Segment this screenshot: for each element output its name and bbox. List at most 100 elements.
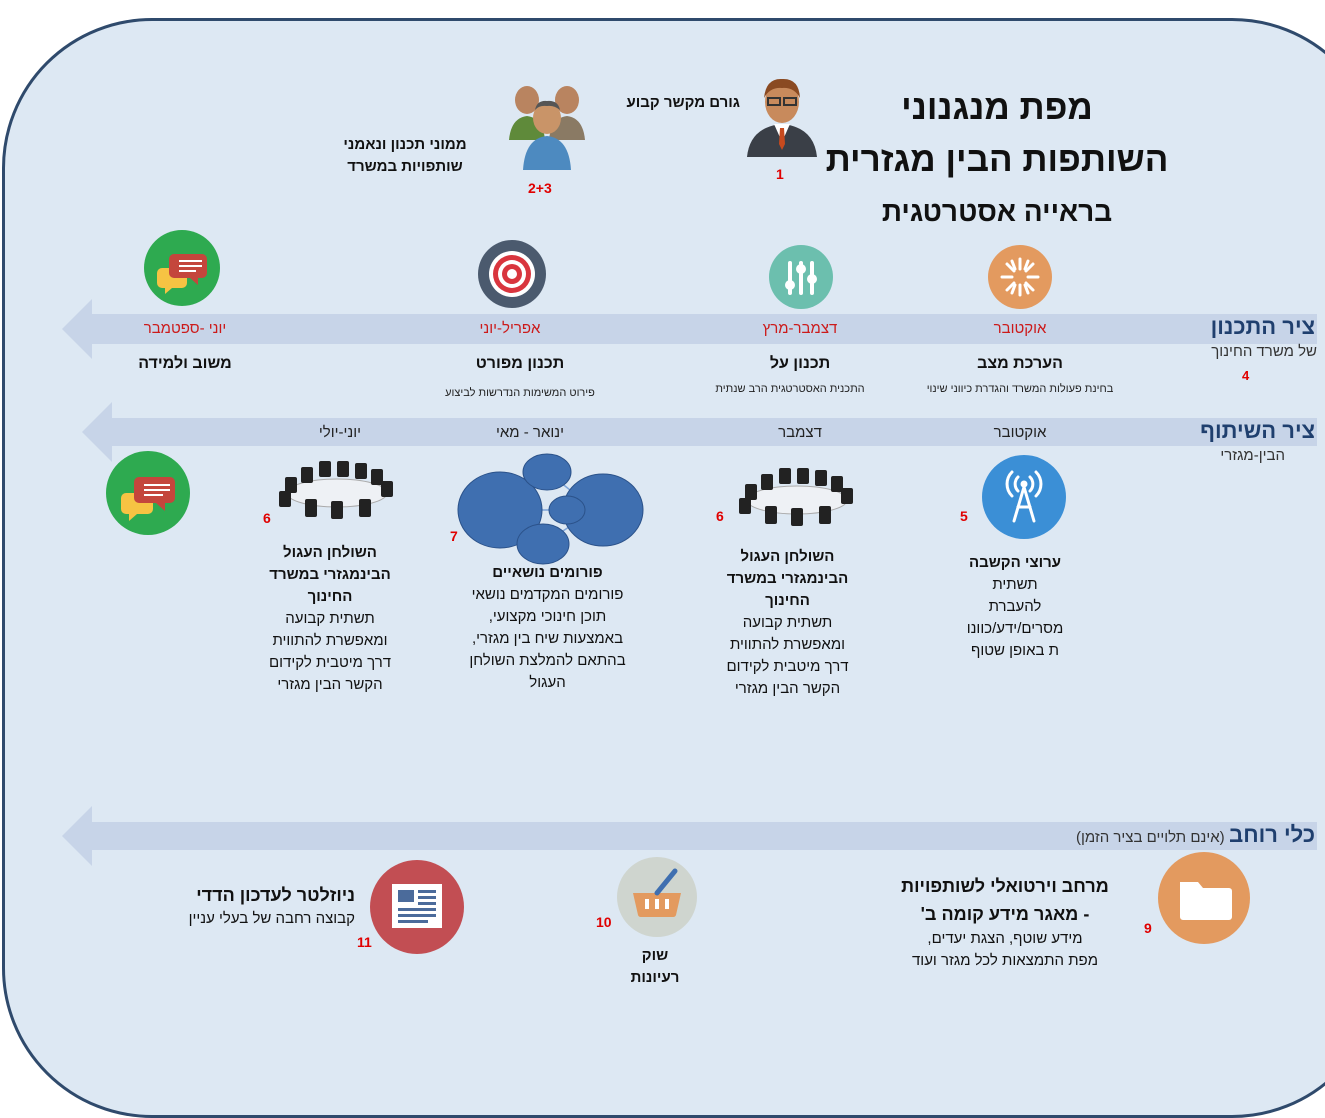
desc-line: פורומים המקדמים נושאי bbox=[471, 586, 624, 603]
antenna-icon bbox=[982, 455, 1066, 539]
partnership-stage-month: ינואר - מאי bbox=[495, 424, 564, 441]
businessman-icon bbox=[742, 72, 822, 162]
desc-line: להעברת bbox=[988, 598, 1042, 615]
trustees-label-line-2: שותפויות במשרד bbox=[347, 158, 463, 175]
tool-number: 11 bbox=[357, 934, 372, 950]
planning-stage-desc: פירוט המשימות הנדרשות לביצוע bbox=[445, 387, 595, 399]
ideas-market-line: רעיונות bbox=[630, 969, 680, 986]
planning-stage-name: תכנון מפורט bbox=[475, 355, 565, 372]
ideas-market-line: שוק bbox=[641, 947, 669, 964]
planning-arrow-head bbox=[62, 299, 92, 359]
partnership-arrow-head bbox=[82, 402, 112, 462]
round-table-title-line: החינוך bbox=[765, 592, 810, 609]
page-title: מפת מנגנוני השותפות הבין מגזרית בראייה א… bbox=[787, 82, 1207, 238]
planning-stage-name: הערכת מצב bbox=[977, 355, 1063, 372]
title-line-1: מפת מנגנוני bbox=[901, 88, 1093, 127]
title-line-3: בראייה אסטרטגית bbox=[881, 196, 1113, 227]
desc-line: תשתית bbox=[992, 576, 1038, 593]
desc-line: תשתית קבועה bbox=[285, 610, 375, 627]
contact-person-label: גורם מקשר קבוע bbox=[626, 94, 740, 111]
desc-line: תשתית קבועה bbox=[742, 614, 833, 631]
target-icon bbox=[478, 240, 546, 308]
round-table-block: השולחן העגול הבינמגזרי במשרד החינוך תשתי… bbox=[700, 546, 875, 700]
planning-stage-name: משוב ולמידה bbox=[138, 355, 232, 372]
planning-stage-month: אוקטובר bbox=[993, 320, 1047, 337]
desc-line: העגול bbox=[529, 674, 566, 691]
round-table-title-line: השולחן העגול bbox=[283, 544, 377, 561]
partnership-arrow bbox=[112, 418, 1317, 446]
chat-icon bbox=[106, 451, 190, 535]
planning-arrow bbox=[92, 314, 1317, 344]
desc-line: הקשר הבין מגזרי bbox=[277, 676, 383, 693]
planning-lane-title: ציר התכנון bbox=[1210, 314, 1315, 339]
tool-number: 9 bbox=[1144, 920, 1152, 936]
planning-stage-desc: בחינת פעולות המשרד והגדרת כיווני שינוי bbox=[926, 383, 1114, 395]
planning-lane-number: 4 bbox=[1242, 368, 1250, 383]
tool-number: 10 bbox=[596, 914, 612, 930]
sun-icon bbox=[988, 245, 1052, 309]
round-table-title-line: הבינמגזרי במשרד bbox=[726, 570, 849, 587]
trustees-label: ממוני תכנון ונאמני שותפויות במשרד bbox=[320, 134, 490, 178]
desc-line: דרך מיטבית לקידום bbox=[726, 658, 849, 675]
listening-channels-block: ערוצי הקשבה תשתית להעברת מסרים/ידע/כוונו… bbox=[940, 552, 1090, 662]
wide-tools-arrow-head bbox=[62, 806, 92, 866]
planning-stage-month: אפריל-יוני bbox=[479, 320, 541, 337]
newsletter-desc: קבוצה רחבה של בעלי עניין bbox=[188, 910, 355, 927]
wide-tools-title: כלי רוחב bbox=[1229, 822, 1315, 847]
desc-line: ת באופן שטוף bbox=[970, 642, 1059, 659]
partnership-stage-month: אוקטובר bbox=[993, 424, 1047, 441]
stage-number: 6 bbox=[716, 508, 724, 524]
virtual-space-title-line: מרחב וירטואלי לשותפויות bbox=[901, 876, 1109, 896]
virtual-space-title-line: - מאגר מידע קומה ב' bbox=[920, 904, 1090, 924]
newsletter-icon bbox=[370, 860, 464, 954]
desc-line: דרך מיטבית לקידום bbox=[268, 654, 392, 671]
desc-line: בהתאם להמלצת השולחן bbox=[469, 652, 626, 669]
chat-icon bbox=[144, 230, 220, 306]
planning-stage-month: יוני -ספטמבר bbox=[143, 320, 227, 337]
basket-icon bbox=[617, 857, 697, 937]
planning-lane-subtitle: של משרד החינוך bbox=[1211, 343, 1317, 360]
group-people-icon bbox=[505, 80, 590, 172]
wide-tools-note: (אינם תלויים בציר הזמן) bbox=[1075, 829, 1225, 846]
round-table-icon bbox=[275, 455, 400, 520]
partnership-lane-subtitle: הבין-מגזרי bbox=[1220, 447, 1285, 464]
round-table-title-line: השולחן העגול bbox=[740, 548, 835, 565]
desc-line: תוכן חינוכי מקצועי, bbox=[488, 608, 607, 625]
desc-line: מפת התמצאות לכל מגזר ועוד bbox=[911, 952, 1099, 969]
planning-stage-month: דצמבר-מרץ bbox=[762, 320, 838, 337]
planning-stage-desc: התכנית האסטרטגית הרב שנתית bbox=[715, 383, 865, 395]
desc-line: באמצעות שיח בין מגזרי, bbox=[471, 630, 624, 647]
round-table-title-line: הבינמגזרי במשרד bbox=[269, 566, 391, 583]
contact-number: 1 bbox=[776, 166, 784, 182]
desc-line: ומאפשרת להתווית bbox=[729, 636, 846, 653]
planning-stage-name: תכנון על bbox=[769, 355, 831, 372]
partnership-stage-month: יוני-יולי bbox=[318, 424, 362, 441]
newsletter-title: ניוזלטר לעדכון הדדי bbox=[196, 885, 355, 905]
stage-number: 5 bbox=[960, 508, 968, 524]
trustees-label-line-1: ממוני תכנון ונאמני bbox=[343, 136, 467, 153]
forums-title: פורומים נושאיים bbox=[492, 564, 603, 581]
forums-block: פורומים נושאיים פורומים המקדמים נושאי תו… bbox=[435, 562, 660, 694]
wide-tools-arrow bbox=[92, 822, 1317, 850]
bubble-network-icon bbox=[455, 452, 645, 567]
wide-tools-heading: כלי רוחב (אינם תלויים בציר הזמן) bbox=[975, 822, 1315, 848]
newsletter-block: ניוזלטר לעדכון הדדי קבוצה רחבה של בעלי ע… bbox=[75, 882, 355, 930]
round-table-title-line: החינוך bbox=[307, 588, 353, 605]
ideas-market-label: שוק רעיונות bbox=[600, 945, 710, 989]
desc-line: מסרים/ידע/כוונו bbox=[966, 620, 1064, 637]
partnership-stage-month: דצמבר bbox=[778, 424, 822, 441]
title-line-2: השותפות הבין מגזרית bbox=[825, 140, 1169, 179]
stage-number: 7 bbox=[450, 528, 458, 544]
desc-line: הקשר הבין מגזרי bbox=[734, 680, 841, 697]
listening-channels-title: ערוצי הקשבה bbox=[968, 554, 1062, 571]
folder-icon bbox=[1158, 852, 1250, 944]
round-table-block: השולחן העגול הבינמגזרי במשרד החינוך תשתי… bbox=[240, 542, 420, 696]
desc-line: ומאפשרת להתווית bbox=[272, 632, 388, 649]
round-table-icon bbox=[735, 462, 860, 527]
virtual-space-block: מרחב וירטואלי לשותפויות - מאגר מידע קומה… bbox=[870, 872, 1140, 972]
trustees-number: 2+3 bbox=[528, 180, 552, 196]
stage-number: 6 bbox=[263, 510, 271, 526]
sliders-icon bbox=[769, 245, 833, 309]
partnership-lane-title: ציר השיתוף bbox=[1200, 418, 1315, 443]
desc-line: מידע שוטף, הצגת יעדים, bbox=[927, 930, 1083, 947]
